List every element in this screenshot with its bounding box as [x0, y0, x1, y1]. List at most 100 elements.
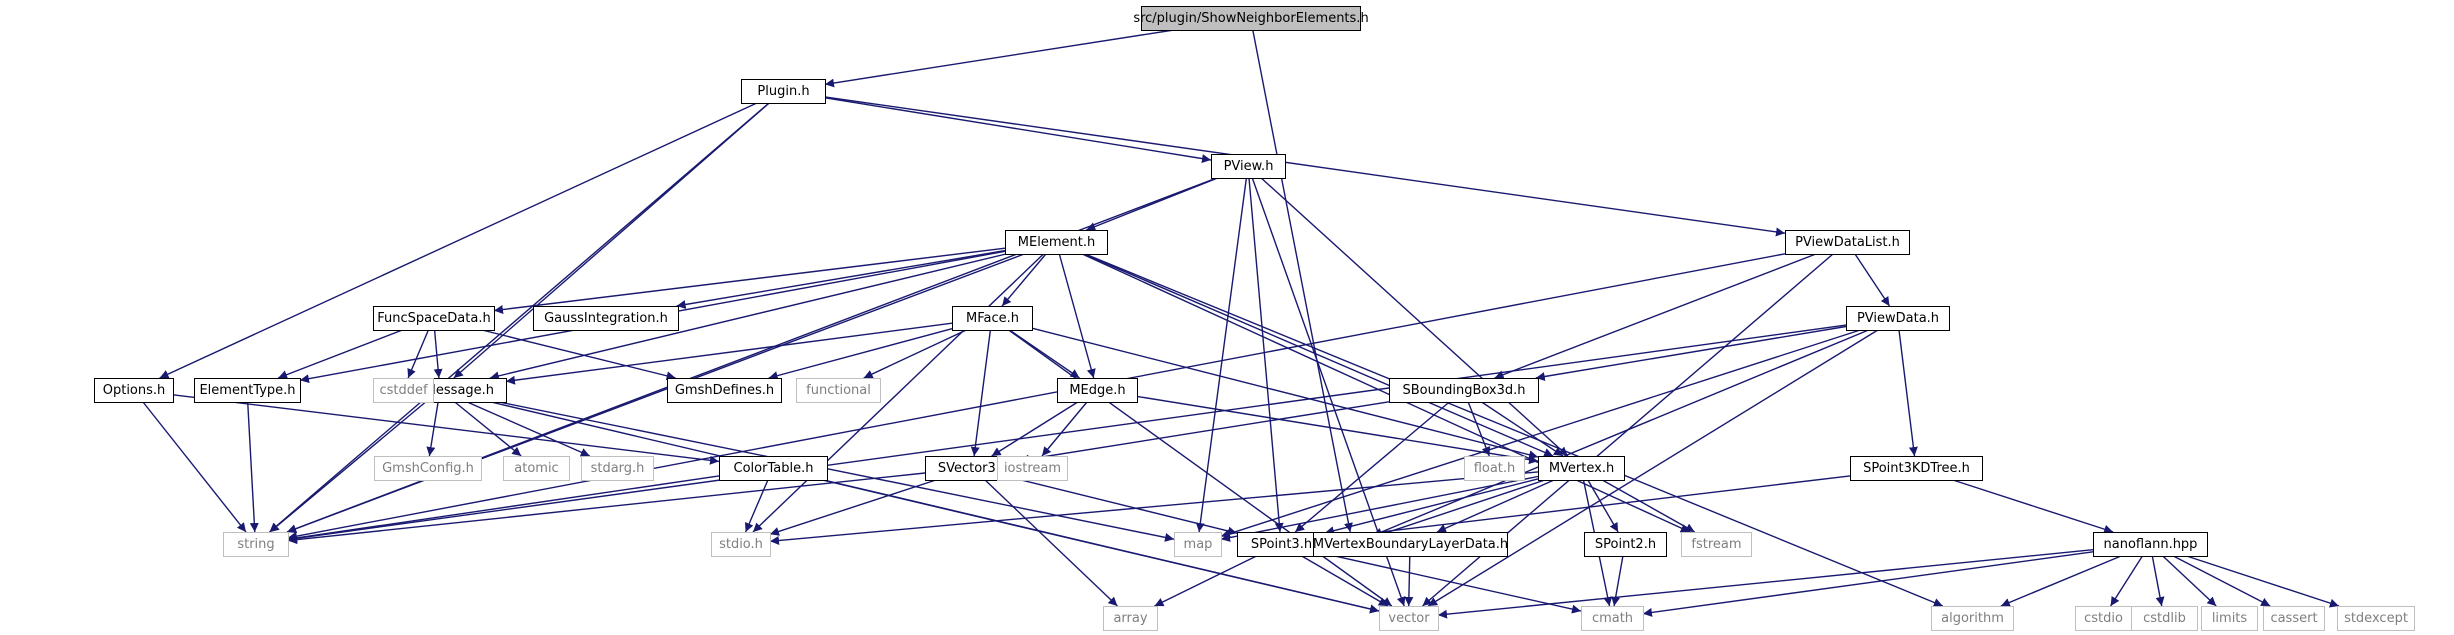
edge-pview-to-map: [1195, 177, 1248, 533]
node-stdarg: stdarg.h: [581, 456, 654, 481]
edge-svector3-to-stdio: [769, 479, 937, 536]
node-colortable[interactable]: ColorTable.h: [719, 456, 828, 481]
node-elementtype[interactable]: ElementType.h: [194, 378, 301, 403]
node-label-pview: PView.h: [1224, 159, 1274, 174]
node-vector: vector: [1379, 606, 1439, 631]
edge-plugin-to-gmshmessage: [453, 102, 770, 379]
edge-nanoflann-to-cassert: [2172, 555, 2271, 607]
node-spoint2[interactable]: SPoint2.h: [1584, 532, 1667, 557]
edge-pviewdata-to-string: [287, 324, 1847, 543]
edge-pview-to-spoint3: [1248, 177, 1284, 533]
edge-options-to-colortable: [172, 394, 720, 465]
edge-colortable-to-stdio: [744, 479, 769, 533]
node-pview[interactable]: PView.h: [1211, 154, 1286, 179]
node-pviewdata[interactable]: PViewData.h: [1846, 306, 1950, 331]
node-label-medge: MEdge.h: [1069, 383, 1125, 398]
node-iostream: iostream: [997, 456, 1068, 481]
edge-spoint3kdtree-to-spoint3: [1324, 475, 1851, 543]
node-label-floath: float.h: [1474, 461, 1516, 476]
edge-spoint3-to-vector: [1301, 555, 1389, 607]
node-string: string: [223, 532, 289, 557]
node-atomic: atomic: [503, 456, 570, 481]
nodes-layer: src/plugin/ShowNeighborElements.hPlugin.…: [94, 6, 2415, 631]
node-box-stdarg: [581, 456, 654, 481]
node-sboundingbox3d[interactable]: SBoundingBox3d.h: [1389, 378, 1539, 403]
node-pviewdatalist[interactable]: PViewDataList.h: [1785, 230, 1910, 255]
node-algorithm: algorithm: [1931, 606, 2014, 631]
node-spoint3kdtree[interactable]: SPoint3KDTree.h: [1850, 456, 1983, 481]
edge-spoint2-to-cmath: [1611, 555, 1624, 607]
node-nanoflann[interactable]: nanoflann.hpp: [2093, 532, 2208, 557]
edge-root-to-set: [1252, 29, 1353, 533]
node-medge[interactable]: MEdge.h: [1057, 378, 1138, 403]
edge-melement-to-gmshmessage: [489, 253, 1007, 381]
node-mface[interactable]: MFace.h: [952, 306, 1033, 331]
node-label-stdexcept: stdexcept: [2344, 611, 2408, 626]
node-stdexcept: stdexcept: [2337, 606, 2415, 631]
node-label-cstddef: cstddef: [379, 383, 428, 398]
edge-nanoflann-to-algorithm: [2000, 555, 2122, 607]
edge-funcspacedata-to-gmshmessage: [433, 329, 443, 379]
edge-melement-to-algorithm: [1084, 253, 1944, 607]
edge-sboundingbox3d-to-svector3: [1019, 401, 1390, 464]
node-label-atomic: atomic: [514, 461, 558, 476]
node-label-cmath: cmath: [1592, 611, 1633, 626]
node-box-options: [94, 378, 174, 403]
node-box-atomic: [503, 456, 570, 481]
node-gaussintegration[interactable]: GaussIntegration.h: [533, 306, 679, 331]
edge-melement-to-funcspacedata: [493, 247, 1006, 314]
node-label-string: string: [237, 537, 274, 552]
edge-elementtype-to-string: [247, 401, 259, 533]
edge-mface-to-medge: [1009, 329, 1080, 379]
edge-pview-to-melement: [1086, 177, 1218, 231]
node-label-gmshconfig: GmshConfig.h: [382, 461, 474, 476]
node-array: array: [1103, 606, 1158, 631]
edge-melement-to-fstream: [1081, 253, 1691, 533]
edge-melement-to-gaussintegration: [676, 249, 1006, 309]
edge-mface-to-gmshmessage: [505, 322, 953, 385]
node-label-functional: functional: [806, 383, 871, 398]
node-funcspacedata[interactable]: FuncSpaceData.h: [373, 306, 495, 331]
node-box-spoint3kdtree: [1850, 456, 1983, 481]
node-label-nanoflann: nanoflann.hpp: [2104, 537, 2198, 552]
edge-mvertex-to-fstream: [1601, 479, 1696, 533]
edge-funcspacedata-to-elementtype: [277, 329, 403, 379]
node-box-floath: [1464, 456, 1525, 481]
edge-mface-to-vector: [1008, 329, 1393, 607]
node-box-pviewdata: [1846, 306, 1950, 331]
node-root[interactable]: src/plugin/ShowNeighborElements.h: [1133, 6, 1369, 31]
node-spoint3[interactable]: SPoint3.h: [1237, 532, 1326, 557]
edge-sboundingbox3d-to-floath: [1467, 401, 1491, 457]
node-box-colortable: [719, 456, 828, 481]
node-label-spoint3kdtree: SPoint3KDTree.h: [1863, 461, 1970, 476]
node-label-plugin: Plugin.h: [757, 84, 809, 99]
node-plugin[interactable]: Plugin.h: [741, 79, 826, 104]
node-label-spoint3: SPoint3.h: [1251, 537, 1312, 552]
node-box-stdio: [711, 532, 771, 557]
node-mvertex[interactable]: MVertex.h: [1538, 456, 1625, 481]
node-box-gmshconfig: [374, 456, 482, 481]
edge-plugin-to-pview: [824, 97, 1212, 164]
edge-svector3-to-spoint3: [1019, 479, 1238, 536]
node-label-cassert: cassert: [2270, 611, 2317, 626]
edge-plugin-to-options: [159, 102, 758, 379]
edge-mvertex-to-stdio: [769, 471, 1539, 545]
edge-mface-to-functional: [863, 329, 967, 379]
node-melement[interactable]: MElement.h: [1005, 230, 1108, 255]
node-box-nanoflann: [2093, 532, 2208, 557]
node-label-limits: limits: [2212, 611, 2248, 626]
node-cmath: cmath: [1581, 606, 1644, 631]
node-stdio: stdio.h: [711, 532, 771, 557]
edge-mface-to-svector3: [970, 329, 992, 457]
edge-melement-to-medge: [1058, 253, 1096, 379]
node-label-map: map: [1184, 537, 1213, 552]
node-cstdio: cstdio: [2075, 606, 2132, 631]
node-gmshconfig: GmshConfig.h: [374, 456, 482, 481]
node-label-melement: MElement.h: [1018, 235, 1095, 250]
node-options[interactable]: Options.h: [94, 378, 174, 403]
node-gmshdefines[interactable]: GmshDefines.h: [667, 378, 782, 403]
node-mvertexbl[interactable]: MVertexBoundaryLayerData.h: [1313, 532, 1508, 557]
edge-pviewdata-to-map: [1220, 329, 1861, 538]
edge-pviewdata-to-sboundingbox3d: [1535, 325, 1847, 381]
node-label-cstdlib: cstdlib: [2143, 611, 2186, 626]
